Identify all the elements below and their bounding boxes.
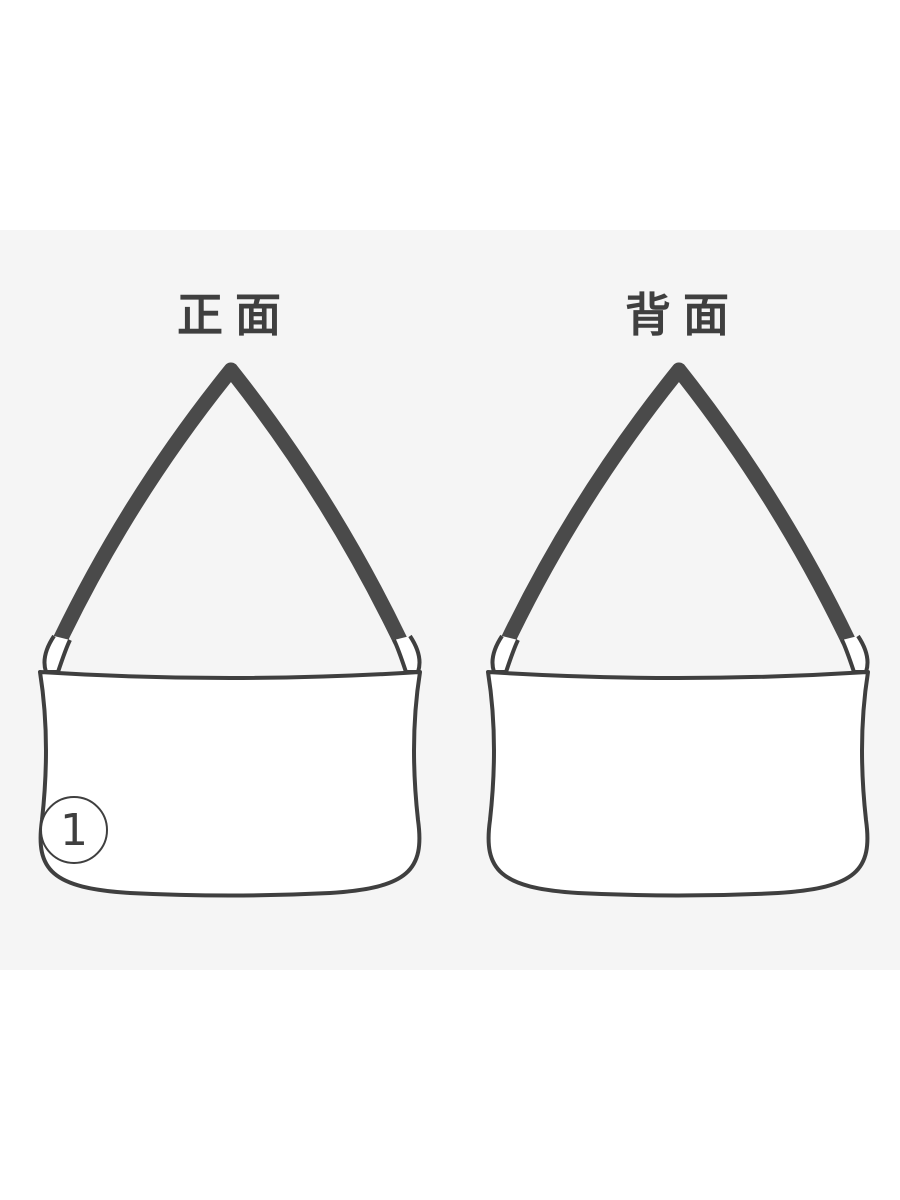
callout-circle (40, 796, 108, 864)
front-view-title: 正面 (177, 288, 293, 342)
front-strap (52, 362, 408, 648)
back-right-connector (840, 634, 870, 674)
front-bag-body (38, 670, 422, 898)
back-strap (500, 362, 856, 648)
back-bag-body (486, 670, 870, 898)
back-view-title: 背面 (625, 288, 741, 342)
callout-number: 1 (60, 805, 88, 856)
front-right-connector (392, 634, 422, 674)
front-bag: 1 (38, 362, 422, 898)
back-left-connector (490, 634, 520, 674)
front-left-connector (42, 634, 72, 674)
callout-marker: 1 (40, 796, 108, 864)
back-bag (486, 362, 870, 898)
